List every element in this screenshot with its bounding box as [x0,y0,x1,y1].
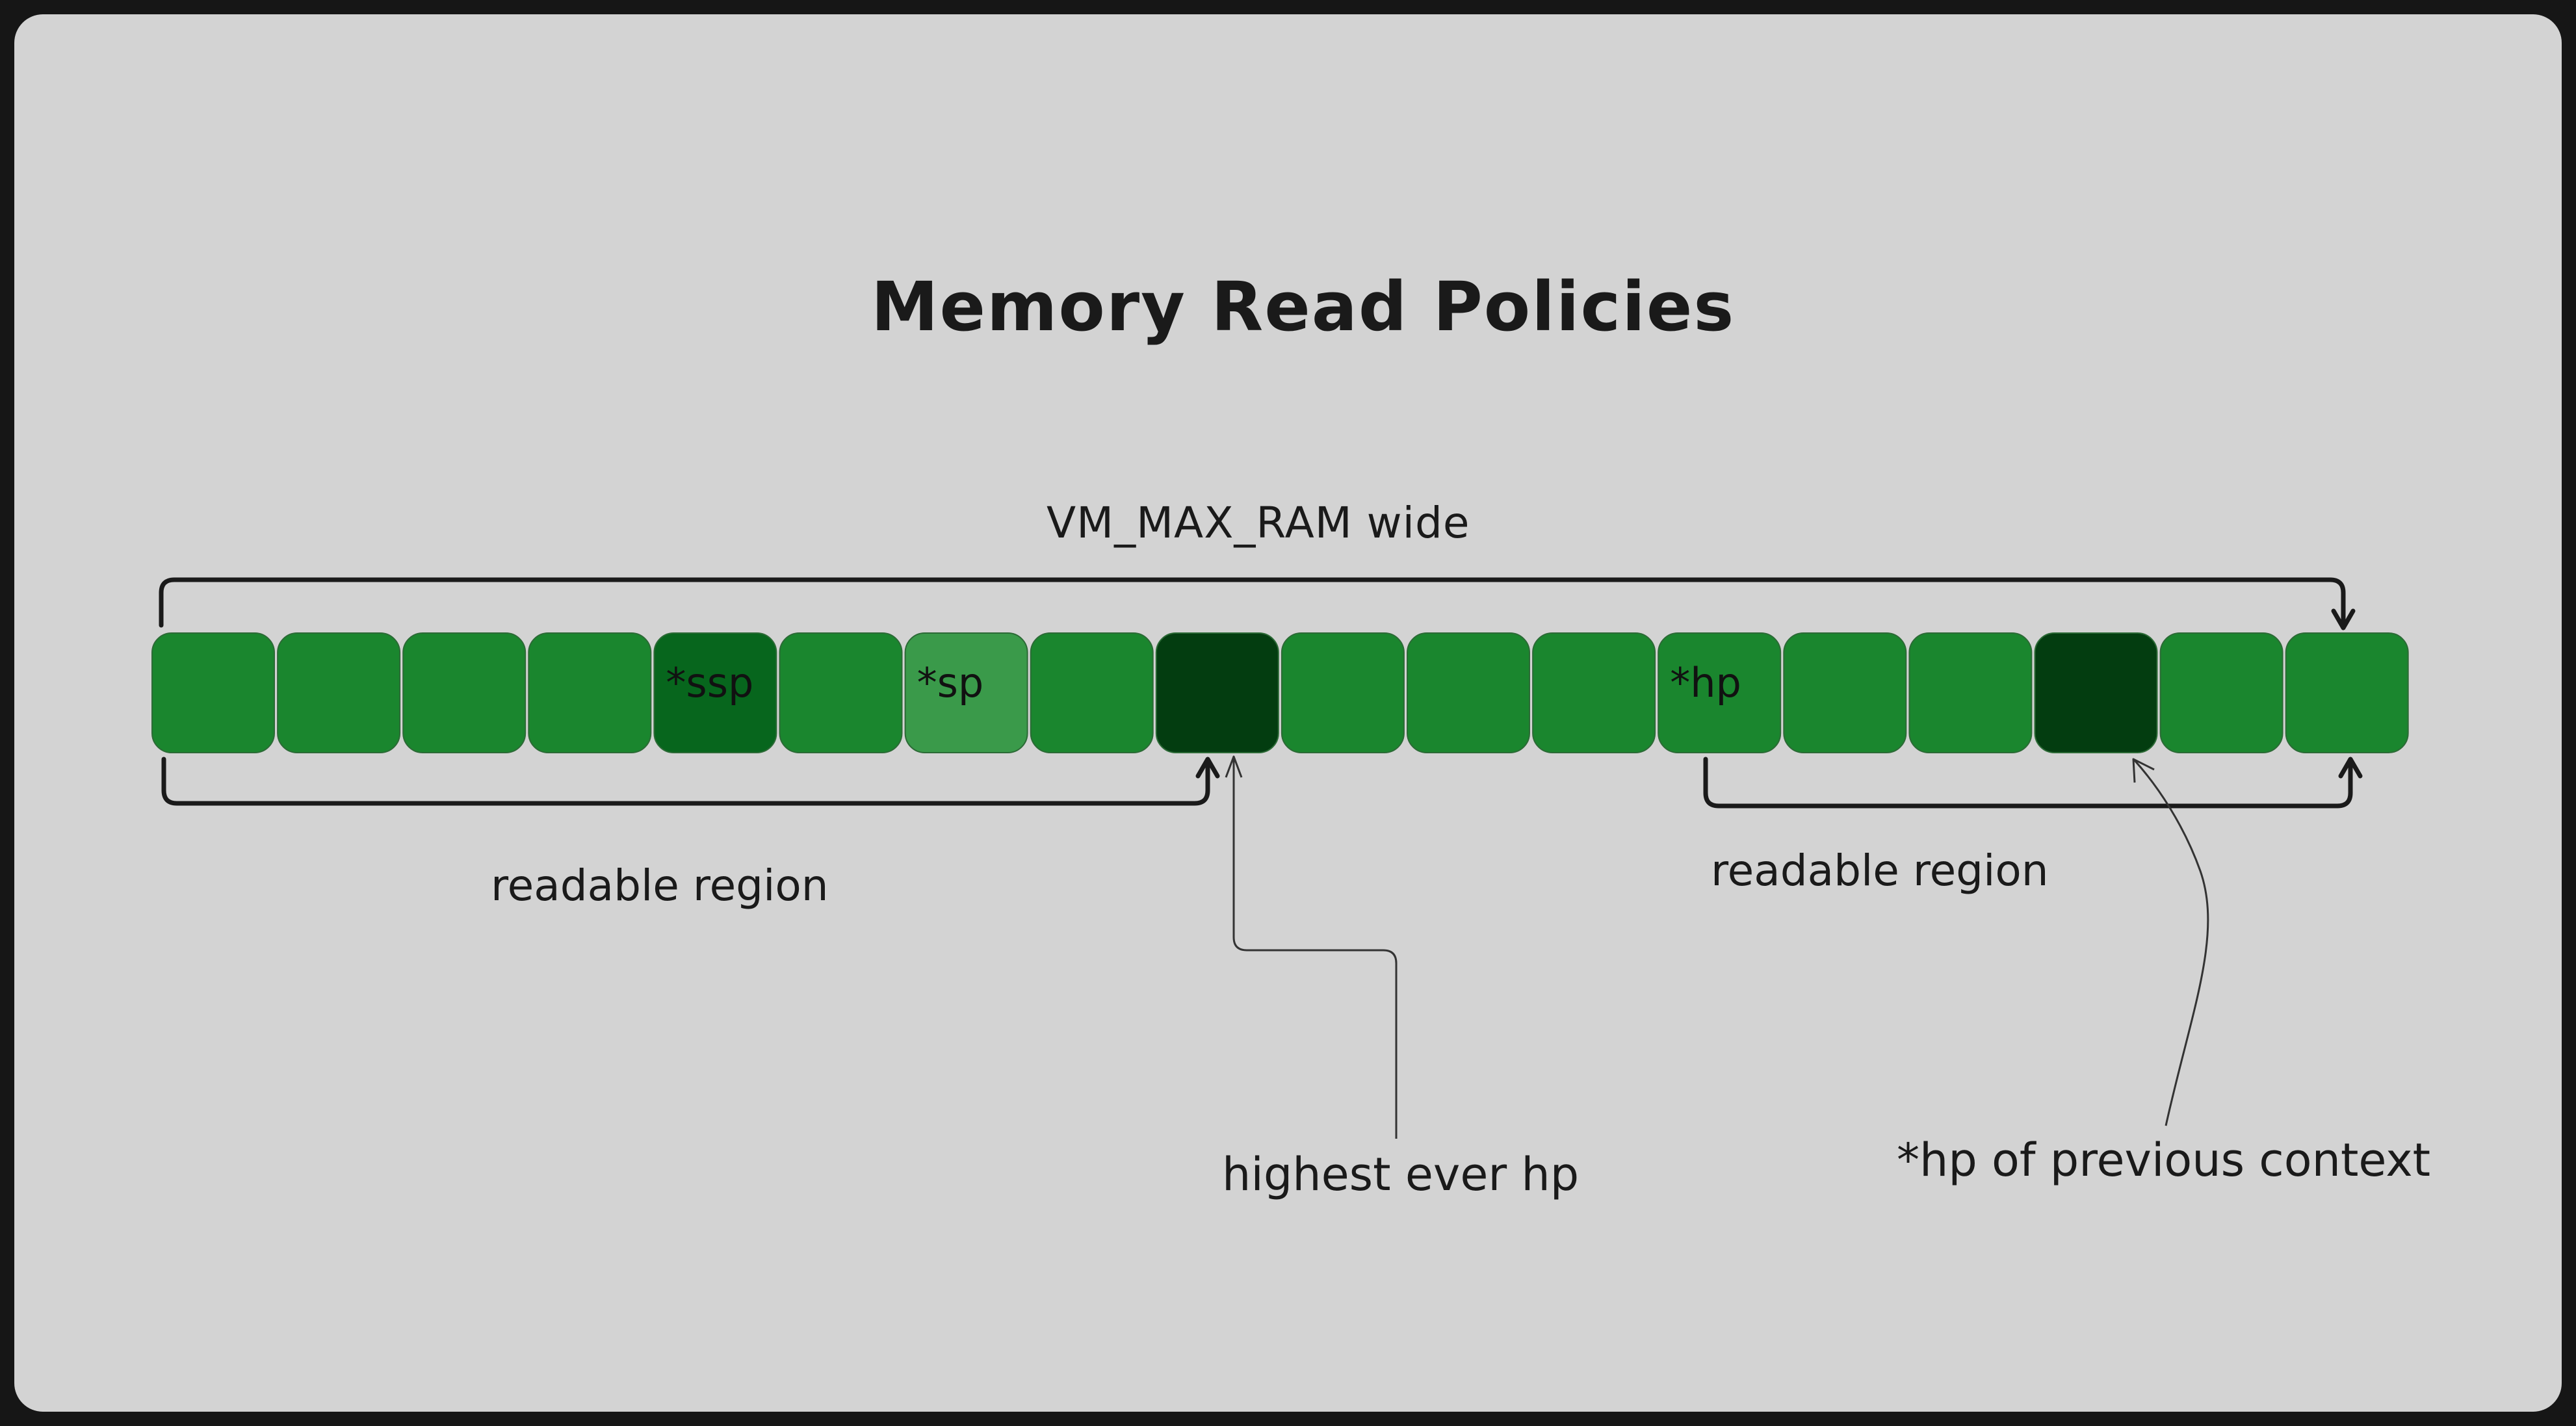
memory-cell [402,632,527,753]
highest-hp-arrowhead [1225,755,1243,778]
memory-cell [1155,632,1279,753]
cell-label: *ssp [666,659,754,707]
memory-cell [2285,632,2409,753]
memory-cell [151,632,275,753]
memory-cell [2034,632,2158,753]
right-region-label: readable region [1711,846,2049,896]
full-width-bracket [159,577,2346,628]
memory-cells [151,632,2409,753]
memory-cell [904,632,1028,753]
cell-label: *hp [1670,659,1741,707]
memory-cell [1658,632,1782,753]
prev-context-arrowhead [2132,758,2155,783]
left-region-arrowhead [1195,757,1220,779]
right-region-arrowhead [2338,757,2363,779]
memory-cell [1281,632,1405,753]
full-width-arrowhead [2331,608,2356,630]
highest-hp-arrow [1232,758,1398,1139]
memory-cell [653,632,777,753]
memory-cell [1407,632,1530,753]
memory-cell [1030,632,1154,753]
memory-cell [779,632,903,753]
prev-context-arrow [2133,759,2209,1126]
highest-hp-label: highest ever hp [1222,1148,1580,1201]
prev-context-label: *hp of previous context [1897,1134,2431,1187]
memory-cell [528,632,652,753]
cell-label: *sp [917,659,984,707]
memory-cell [2159,632,2283,753]
right-region-bracket [1703,757,2353,809]
memory-cell [277,632,401,753]
memory-cell [1908,632,2033,753]
memory-cell [1532,632,1656,753]
memory-cell [1783,632,1907,753]
width-label: VM_MAX_RAM wide [1047,498,1470,548]
left-region-label: readable region [491,861,829,911]
diagram-title: Memory Read Policies [871,267,1736,346]
left-region-bracket [161,757,1210,806]
